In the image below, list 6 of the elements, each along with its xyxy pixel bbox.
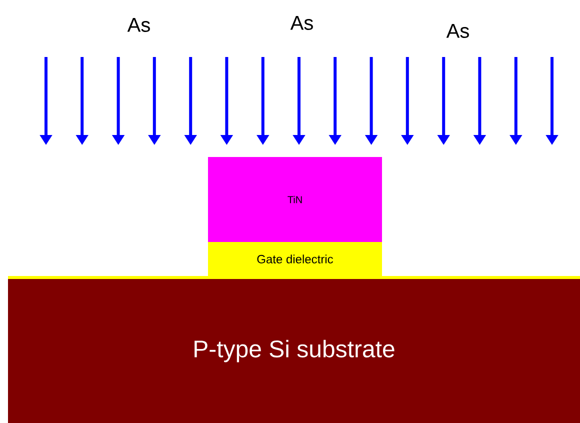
ion-label: As bbox=[290, 16, 313, 30]
node-label: Gate dielectric bbox=[257, 254, 334, 264]
ion-label: As bbox=[127, 18, 150, 32]
substrate-block: P-type Si substrate bbox=[8, 279, 580, 423]
ion-label: As bbox=[446, 24, 469, 38]
gate-electrode-layer: TiN bbox=[208, 157, 382, 242]
